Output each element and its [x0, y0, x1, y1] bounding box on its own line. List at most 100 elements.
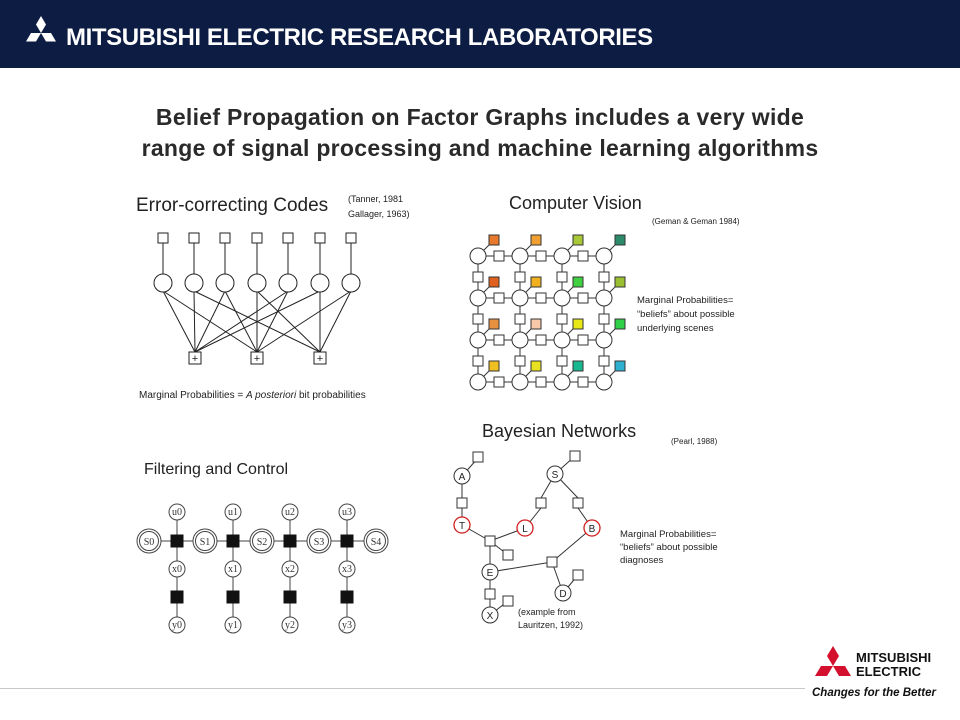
- bayes-note-3: diagnoses: [620, 555, 664, 566]
- vision-observation: [488, 276, 500, 288]
- filter-hidden-label: x3: [342, 564, 352, 575]
- filter-observation-factor: [170, 590, 184, 604]
- vision-node: [553, 247, 571, 265]
- logo-line-1: MITSUBISHI: [856, 650, 931, 665]
- ecc-variable-node: [247, 273, 267, 293]
- bayes-label-x: X: [487, 611, 494, 622]
- filter-observed-label: y1: [228, 620, 238, 631]
- filter-observed-node: [338, 616, 356, 634]
- bayes-factor: [569, 450, 581, 462]
- ecc-graph: + + +: [153, 232, 361, 365]
- filter-dynamics-factor: [226, 534, 240, 548]
- filter-observation-factor: [226, 590, 240, 604]
- filter-state-inner: [195, 531, 215, 551]
- bayes-label-b: B: [589, 524, 596, 535]
- bayes-label-e: E: [487, 568, 494, 579]
- filter-dynamics-factor: [170, 534, 184, 548]
- ecc-bit-factor: [219, 232, 231, 244]
- filter-hidden-label: x0: [172, 564, 182, 575]
- filter-observation-factor: [340, 590, 354, 604]
- vision-factor: [472, 313, 484, 325]
- vision-title: Computer Vision: [509, 193, 642, 213]
- vision-factor: [556, 271, 568, 283]
- bayes-label-a: A: [459, 472, 466, 483]
- title-line-2: range of signal processing and machine l…: [141, 135, 819, 161]
- vision-observation: [572, 360, 584, 372]
- vision-factor: [556, 313, 568, 325]
- footer-divider: [0, 688, 805, 689]
- filter-control-label: u2: [285, 507, 295, 518]
- filter-hidden-label: x2: [285, 564, 295, 575]
- ecc-check-label: +: [317, 353, 323, 365]
- bayes-label-l: L: [522, 524, 528, 535]
- vision-node: [595, 289, 613, 307]
- filter-state-inner: [139, 531, 159, 551]
- filter-state-inner: [252, 531, 272, 551]
- ecc-bit-factor: [157, 232, 169, 244]
- mitsubishi-electric-logo: MITSUBISHI ELECTRIC Changes for the Bett…: [812, 642, 952, 702]
- filter-observation-factor: [283, 590, 297, 604]
- bayes-node-l: [516, 519, 534, 537]
- filter-state-label: S2: [257, 537, 268, 548]
- ecc-variable-node: [153, 273, 173, 293]
- filter-control-label: u3: [342, 507, 352, 518]
- filter-control-node: [224, 503, 242, 521]
- bayes-diagram: Bayesian Networks (Pearl, 1988) A: [453, 421, 718, 630]
- filter-hidden-node: [281, 560, 299, 578]
- filter-control-label: u0: [172, 507, 182, 518]
- vision-observation: [614, 360, 626, 372]
- filter-control-label: u1: [228, 507, 238, 518]
- filter-observed-node: [168, 616, 186, 634]
- ecc-variable-node: [341, 273, 361, 293]
- filter-observed-node: [224, 616, 242, 634]
- ecc-check-label: +: [254, 353, 260, 365]
- ecc-cite-1: (Tanner, 1981: [348, 194, 403, 204]
- ecc-title: Error-correcting Codes: [136, 195, 328, 216]
- bayes-factor: [472, 451, 484, 463]
- vision-node: [595, 373, 613, 391]
- filter-control-node: [281, 503, 299, 521]
- vision-node: [553, 289, 571, 307]
- bayes-node-e: [481, 563, 499, 581]
- filter-dynamics-factor: [340, 534, 354, 548]
- bayes-node-d: [554, 584, 572, 602]
- logo-tagline: Changes for the Better: [812, 687, 936, 699]
- logo-line-2: ELECTRIC: [856, 664, 922, 679]
- bayes-node-s: [546, 465, 564, 483]
- vision-factor: [556, 355, 568, 367]
- vision-factor: [472, 271, 484, 283]
- filter-hidden-node: [338, 560, 356, 578]
- bayes-factor: [572, 569, 584, 581]
- filter-hidden-node: [168, 560, 186, 578]
- vision-factor: [535, 334, 547, 346]
- vision-observation: [488, 318, 500, 330]
- vision-node: [469, 331, 487, 349]
- bayes-factor: [484, 588, 496, 600]
- ecc-variable-node: [278, 273, 298, 293]
- bayes-node-x: [481, 606, 499, 624]
- vision-factor: [535, 376, 547, 388]
- slide-title: Belief Propagation on Factor Graphs incl…: [20, 102, 940, 164]
- vision-observation: [572, 234, 584, 246]
- bayes-label-t: T: [459, 521, 465, 532]
- vision-factor: [514, 271, 526, 283]
- ecc-check-label: +: [192, 353, 198, 365]
- corner-logo-graphic: MITSUBISHI ELECTRIC Changes for the Bett…: [812, 646, 936, 699]
- vision-factor: [535, 250, 547, 262]
- bayes-note-1: Marginal Probabilities=: [620, 529, 717, 540]
- bayes-example-1: (example from: [518, 607, 576, 617]
- vision-factor: [577, 376, 589, 388]
- bayes-factor: [546, 556, 558, 568]
- vision-note-2: “beliefs” about possible: [637, 309, 735, 320]
- filter-state-inner: [309, 531, 329, 551]
- filter-state-inner: [366, 531, 386, 551]
- vision-cite: (Geman & Geman 1984): [652, 217, 740, 226]
- header-bar: MITSUBISHI ELECTRIC RESEARCH LABORATORIE…: [0, 0, 960, 68]
- mitsubishi-diamonds-icon: [815, 646, 851, 676]
- filter-dynamics-factor: [283, 534, 297, 548]
- bayes-node-t: [453, 516, 471, 534]
- vision-observation: [614, 276, 626, 288]
- vision-grid: [469, 234, 626, 391]
